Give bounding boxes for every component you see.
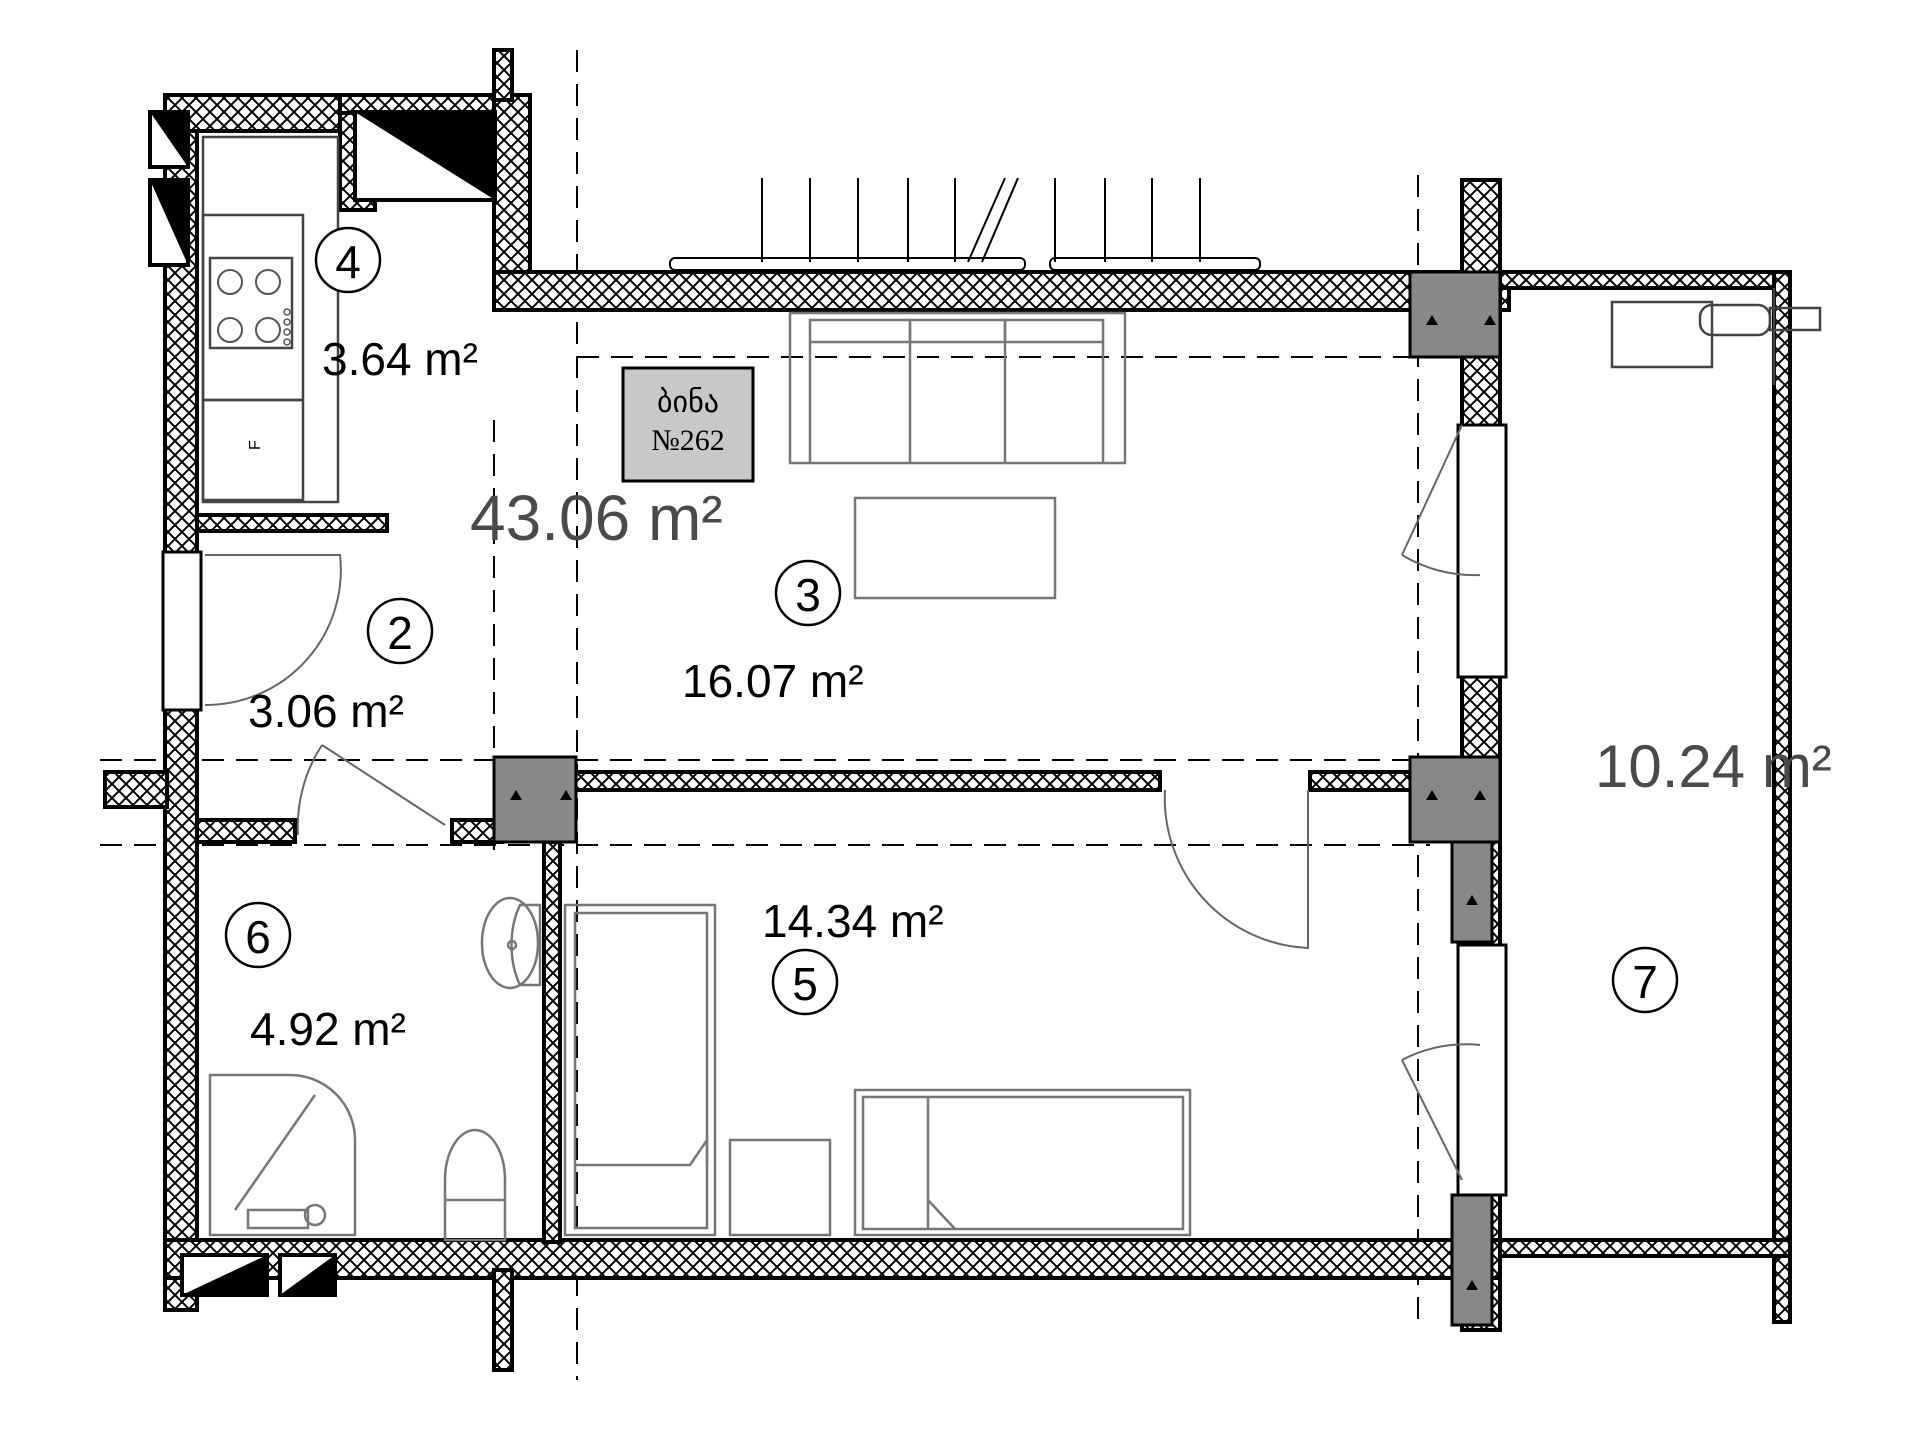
- svg-text:3: 3: [795, 569, 821, 621]
- room-number-7: 7: [1611, 946, 1679, 1014]
- doors: [204, 424, 1481, 1181]
- fridge-label: F: [247, 440, 264, 450]
- windows: [161, 423, 1508, 1197]
- room-number-3: 3: [774, 559, 842, 627]
- room-number-4: 4: [314, 226, 382, 294]
- axis-lines: [100, 50, 1430, 1380]
- svg-text:6: 6: [245, 911, 271, 963]
- living-furniture: [788, 311, 1127, 600]
- bathroom-furniture: [208, 896, 542, 1242]
- room-area-5: 14.34 m²: [762, 895, 944, 947]
- room-numbers: 4 2 3 6 5 7: [224, 226, 1679, 1016]
- balcony-furniture: [1610, 288, 1822, 385]
- svg-text:7: 7: [1632, 956, 1658, 1008]
- bedroom-furniture: [563, 903, 1192, 1237]
- room-number-2: 2: [366, 597, 434, 665]
- apartment-tag-line1: ბინა: [657, 386, 719, 419]
- total-area: 43.06 m²: [470, 482, 723, 554]
- svg-text:2: 2: [387, 607, 413, 659]
- kitchen-furniture: F: [201, 135, 340, 504]
- apartment-number: №262: [651, 424, 725, 457]
- columns: [492, 270, 1502, 1327]
- svg-text:4: 4: [335, 236, 361, 288]
- room-area-6: 4.92 m²: [250, 1003, 406, 1055]
- room-area-4: 3.64 m²: [322, 333, 478, 385]
- room-area-7: 10.24 m²: [1595, 733, 1832, 800]
- shafts: [148, 110, 497, 1297]
- room-number-5: 5: [771, 948, 839, 1016]
- balcony-railing: [669, 177, 1261, 271]
- room-number-6: 6: [224, 901, 292, 969]
- room-area-3: 16.07 m²: [682, 655, 864, 707]
- room-area-2: 3.06 m²: [248, 685, 404, 737]
- svg-text:5: 5: [792, 958, 818, 1010]
- apartment-tag: ბინა №262: [621, 366, 755, 483]
- room-areas: 3.64 m² 3.06 m² 16.07 m² 14.34 m² 4.92 m…: [248, 333, 1832, 1055]
